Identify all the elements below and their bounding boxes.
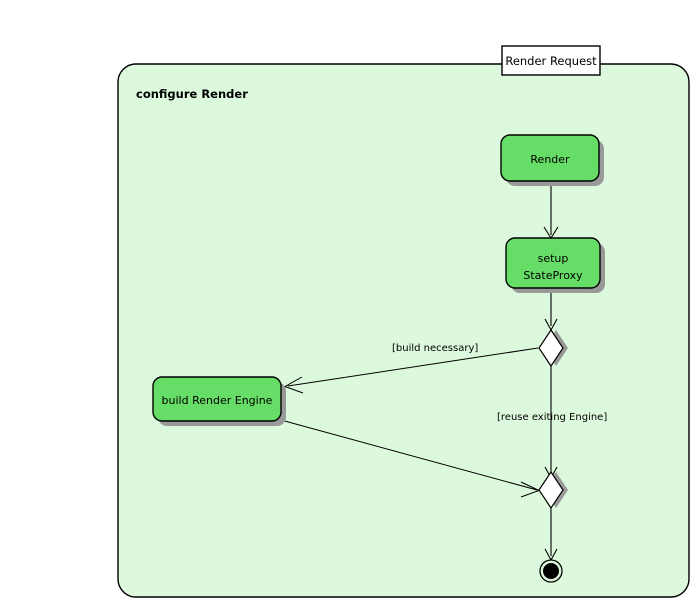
- activity-final-node[interactable]: [539, 559, 563, 583]
- frame-title: configure Render: [136, 87, 248, 101]
- activity-node-setup-state-proxy[interactable]: setup StateProxy: [505, 237, 605, 293]
- edge-label-build-necessary: [build necessary]: [392, 343, 478, 354]
- edge-line: [280, 419, 538, 491]
- activity-node-render[interactable]: Render: [500, 134, 604, 186]
- activity-label-setup-line2: StateProxy: [523, 269, 583, 282]
- edge-decision-to-build: [build necessary]: [283, 343, 539, 394]
- final-node-core: [543, 563, 559, 579]
- edge-label-reuse-engine: [reuse exiting Engine]: [497, 412, 607, 423]
- activity-frame: configure Render: [117, 63, 690, 598]
- node-body: [500, 134, 600, 182]
- activity-label-render: Render: [530, 153, 570, 166]
- decision-body: [538, 328, 564, 368]
- render-request-box: Render Request: [501, 45, 601, 76]
- render-request-label: Render Request: [505, 54, 597, 68]
- activity-label-build-render-engine: build Render Engine: [162, 394, 273, 407]
- activity-node-build-render-engine[interactable]: build Render Engine: [152, 376, 286, 426]
- merge-node-engine[interactable]: [538, 470, 568, 510]
- edge-line: [287, 347, 539, 387]
- render-request-rect: [501, 45, 601, 76]
- node-body: [152, 376, 282, 422]
- frame-border: [117, 63, 690, 598]
- decision-node-build[interactable]: [538, 328, 568, 368]
- activity-label-setup-line1: setup: [538, 252, 569, 265]
- node-body: [505, 237, 601, 289]
- merge-body: [538, 470, 564, 510]
- arrowhead: [283, 376, 304, 394]
